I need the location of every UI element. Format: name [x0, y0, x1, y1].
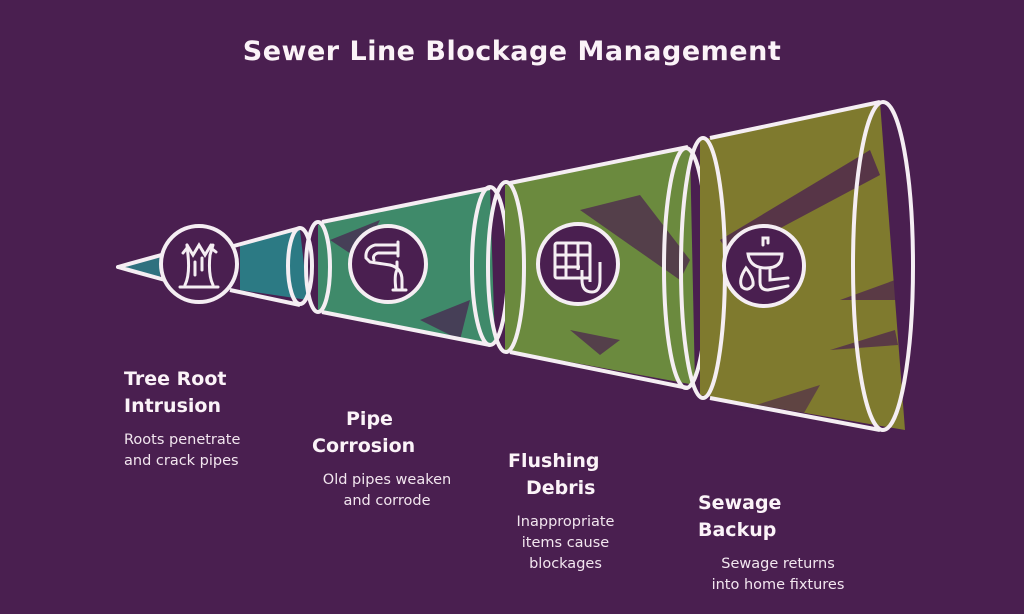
stage-4-title-line1: Sewage	[698, 492, 782, 514]
funnel-tip	[116, 252, 167, 282]
stage-4-desc-line2: into home fixtures	[711, 577, 845, 593]
stage-3-desc-line1: Inappropriate	[516, 514, 615, 530]
stage-1-title-line2: Intrusion	[124, 395, 221, 417]
stage-1-label: Tree Root Intrusion Roots penetrate and …	[124, 366, 240, 472]
grate-drain-icon	[553, 241, 602, 294]
stage-2-desc-line2: and corrode	[343, 493, 431, 509]
stage-2-label: Pipe Corrosion Old pipes weaken and corr…	[312, 406, 482, 512]
stage-4-icon-circle	[722, 224, 806, 308]
diagram-title: Sewer Line Blockage Management	[242, 36, 782, 67]
stage-4-title: Sewage Backup	[698, 490, 868, 544]
stage-4-title-line2: Backup	[698, 519, 777, 541]
stage-3-desc-line2: items cause	[521, 535, 610, 551]
stage-4-description: Sewage returns into home fixtures	[698, 554, 858, 596]
stage-1-description: Roots penetrate and crack pipes	[124, 430, 240, 472]
pipe-elbow-icon	[364, 240, 408, 292]
sink-drip-icon	[739, 236, 790, 292]
stage-3-label: Flushing Debris Inappropriate items caus…	[508, 448, 633, 575]
stage-3-icon-circle	[536, 222, 620, 306]
stage-1-title: Tree Root Intrusion	[124, 366, 240, 420]
stage-3-description: Inappropriate items cause blockages	[508, 512, 623, 575]
stage-3-title-line2: Debris	[526, 477, 596, 499]
stage-3-title-line1: Flushing	[508, 450, 600, 472]
tree-stump-icon	[178, 242, 220, 289]
stage-4-label: Sewage Backup Sewage returns into home f…	[698, 490, 868, 596]
funnel-segment-1	[229, 226, 314, 307]
stage-2-icon-circle	[348, 224, 428, 304]
stage-2-title: Pipe Corrosion	[312, 406, 482, 460]
stage-4-desc-line1: Sewage returns	[721, 556, 835, 572]
stage-2-title-line2: Corrosion	[312, 435, 416, 457]
stage-1-icon-circle	[159, 224, 239, 304]
stage-1-desc-line2: and crack pipes	[124, 453, 239, 469]
stage-3-desc-line3: blockages	[529, 556, 602, 572]
stage-3-title: Flushing Debris	[508, 448, 633, 502]
stage-2-desc-line1: Old pipes weaken	[322, 472, 452, 488]
stage-2-description: Old pipes weaken and corrode	[312, 470, 462, 512]
stage-1-desc-line1: Roots penetrate	[124, 432, 241, 448]
stage-1-title-line1: Tree Root	[124, 368, 227, 390]
stage-2-title-line1: Pipe	[346, 408, 393, 430]
